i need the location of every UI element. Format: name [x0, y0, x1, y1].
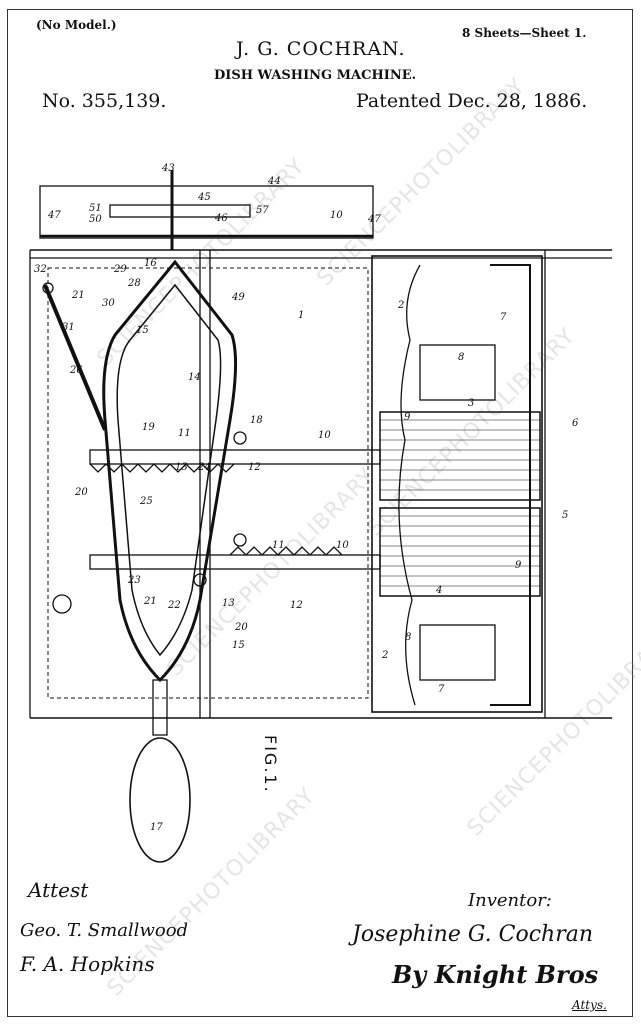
witness-signature-1: Geo. T. Smallwood [20, 920, 189, 941]
part-label: 15 [136, 325, 149, 336]
link-rod-26 [43, 284, 107, 431]
part-label: 51 [89, 203, 102, 214]
pivot [193, 573, 207, 587]
part-label: 26 [70, 365, 83, 376]
part-label: 10 [318, 430, 331, 441]
knob [52, 594, 72, 614]
part-label: 12 [290, 600, 303, 611]
part-label: 24 [198, 462, 211, 473]
part-label: 13 [222, 598, 235, 609]
cylinder-8-lower [419, 624, 496, 681]
handle [129, 737, 191, 863]
part-label: 32 [34, 264, 47, 275]
part-label: 45 [198, 192, 211, 203]
part-label: 46 [215, 213, 228, 224]
part-label: 49 [232, 292, 245, 303]
piston-cylinder-lower [379, 507, 541, 597]
part-label: 57 [256, 205, 269, 216]
part-label: 30 [102, 298, 115, 309]
pivot [42, 282, 54, 294]
part-label: 18 [250, 415, 263, 426]
part-label: 20 [235, 622, 248, 633]
part-label: 9 [515, 560, 522, 571]
inventor-signature: Josephine G. Cochran [352, 922, 593, 947]
part-label: 11 [178, 428, 191, 439]
rack-teeth [89, 463, 235, 473]
handle-neck [152, 679, 168, 736]
part-label: 23 [128, 575, 141, 586]
attorney-signature: By Knight Bros [392, 960, 599, 989]
witness-signature-2: F. A. Hopkins [20, 952, 155, 976]
part-label: 21 [72, 290, 85, 301]
lever-ring-outer [102, 259, 238, 683]
invention-title: DISH WASHING MACHINE. [214, 68, 417, 83]
part-label: 9 [404, 412, 411, 423]
pivot [233, 533, 247, 547]
part-label: 5 [562, 510, 569, 521]
part-label: 21 [144, 596, 157, 607]
pivot [233, 431, 247, 445]
gear-rack [109, 204, 251, 218]
part-label: 47 [48, 210, 61, 221]
top-bracket [39, 185, 374, 239]
part-label: 25 [140, 496, 153, 507]
attorney-suffix: Attys. [572, 998, 607, 1012]
part-label: 43 [162, 163, 175, 174]
part-label: 8 [458, 352, 465, 363]
part-label: 19 [142, 422, 155, 433]
part-label: 2 [398, 300, 405, 311]
rack-upper [89, 449, 381, 465]
piston-cylinder-upper [379, 411, 541, 501]
figure-label: FIG.1. [261, 735, 280, 794]
rack-lower [89, 554, 381, 570]
sheet-number: 8 Sheets—Sheet 1. [462, 26, 587, 40]
part-label: 12 [248, 462, 261, 473]
broken-section-edge [398, 264, 421, 706]
part-label: 31 [62, 322, 75, 333]
part-label: 10 [336, 540, 349, 551]
part-label: 14 [188, 372, 201, 383]
part-label: 44 [268, 176, 281, 187]
part-label: 10 [330, 210, 343, 221]
part-label: 2 [382, 650, 389, 661]
inventor-heading: Inventor: [468, 890, 552, 911]
attest-heading: Attest [28, 878, 89, 902]
part-label: 22 [168, 600, 181, 611]
part-label: 7 [500, 312, 507, 323]
part-label: 20 [75, 487, 88, 498]
hatching [380, 419, 540, 587]
lever-ring-inner [116, 283, 222, 657]
part-label: 29 [114, 264, 127, 275]
part-label: 13 [175, 462, 188, 473]
part-label: 11 [272, 540, 285, 551]
inventor-name: J. G. COCHRAN. [236, 38, 406, 60]
patent-number: No. 355,139. [42, 90, 167, 112]
model-note: (No Model.) [36, 18, 117, 32]
part-label: 28 [128, 278, 141, 289]
part-label: 50 [89, 214, 102, 225]
rack-teeth [229, 546, 343, 556]
part-label: 8 [405, 632, 412, 643]
patent-date: Patented Dec. 28, 1886. [356, 90, 588, 112]
part-label: 3 [468, 398, 475, 409]
tank-box [371, 255, 543, 713]
part-label: 1 [298, 310, 305, 321]
part-label: 16 [144, 258, 157, 269]
water-pipe-7 [490, 264, 531, 706]
sheet-border [7, 9, 633, 1017]
part-label: 17 [150, 822, 163, 833]
part-label: 47 [368, 214, 381, 225]
part-label: 15 [232, 640, 245, 651]
cylinder-8-upper [419, 344, 496, 401]
part-label: 6 [572, 418, 579, 429]
dashed-tank-outline [47, 267, 369, 699]
part-label: 7 [438, 684, 445, 695]
part-label: 4 [436, 585, 443, 596]
